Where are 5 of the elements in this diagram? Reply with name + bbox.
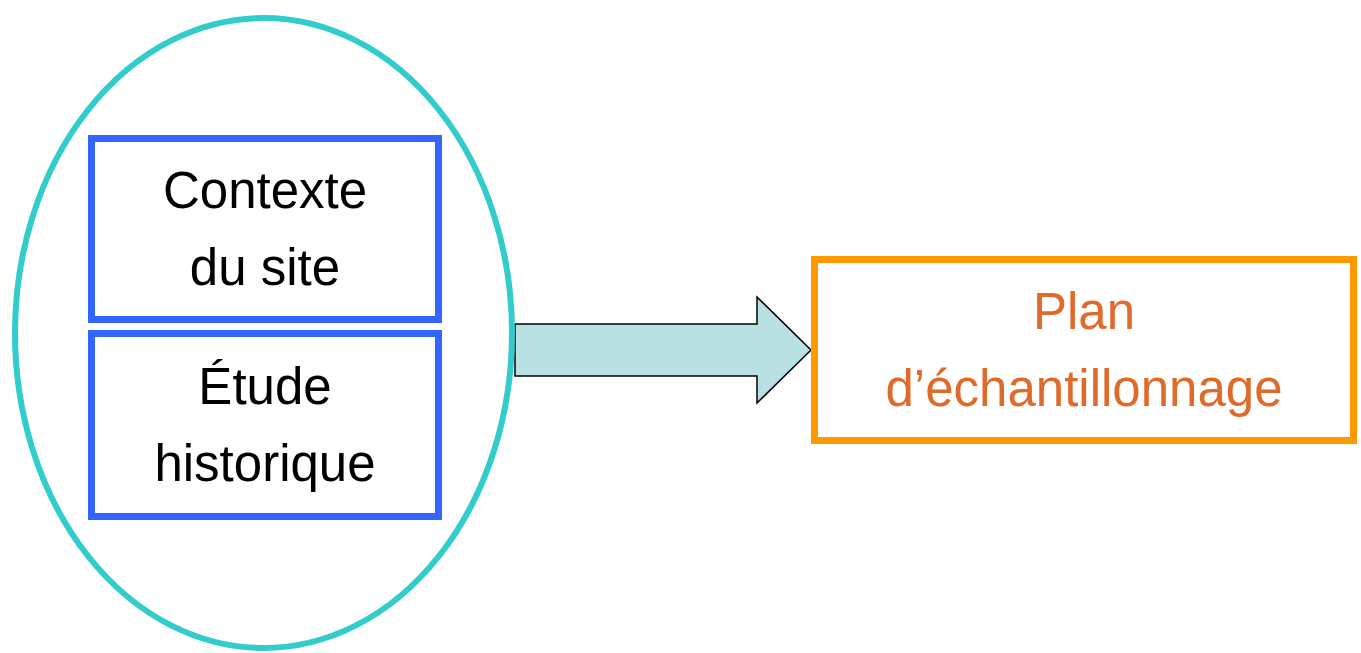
oval-outline: [12, 15, 515, 651]
process-box: Plan d’échantillonnage: [811, 256, 1357, 444]
process-box: Contexte du site: [88, 135, 442, 323]
process-box: Étude historique: [88, 330, 442, 520]
block-arrow: [514, 295, 813, 405]
